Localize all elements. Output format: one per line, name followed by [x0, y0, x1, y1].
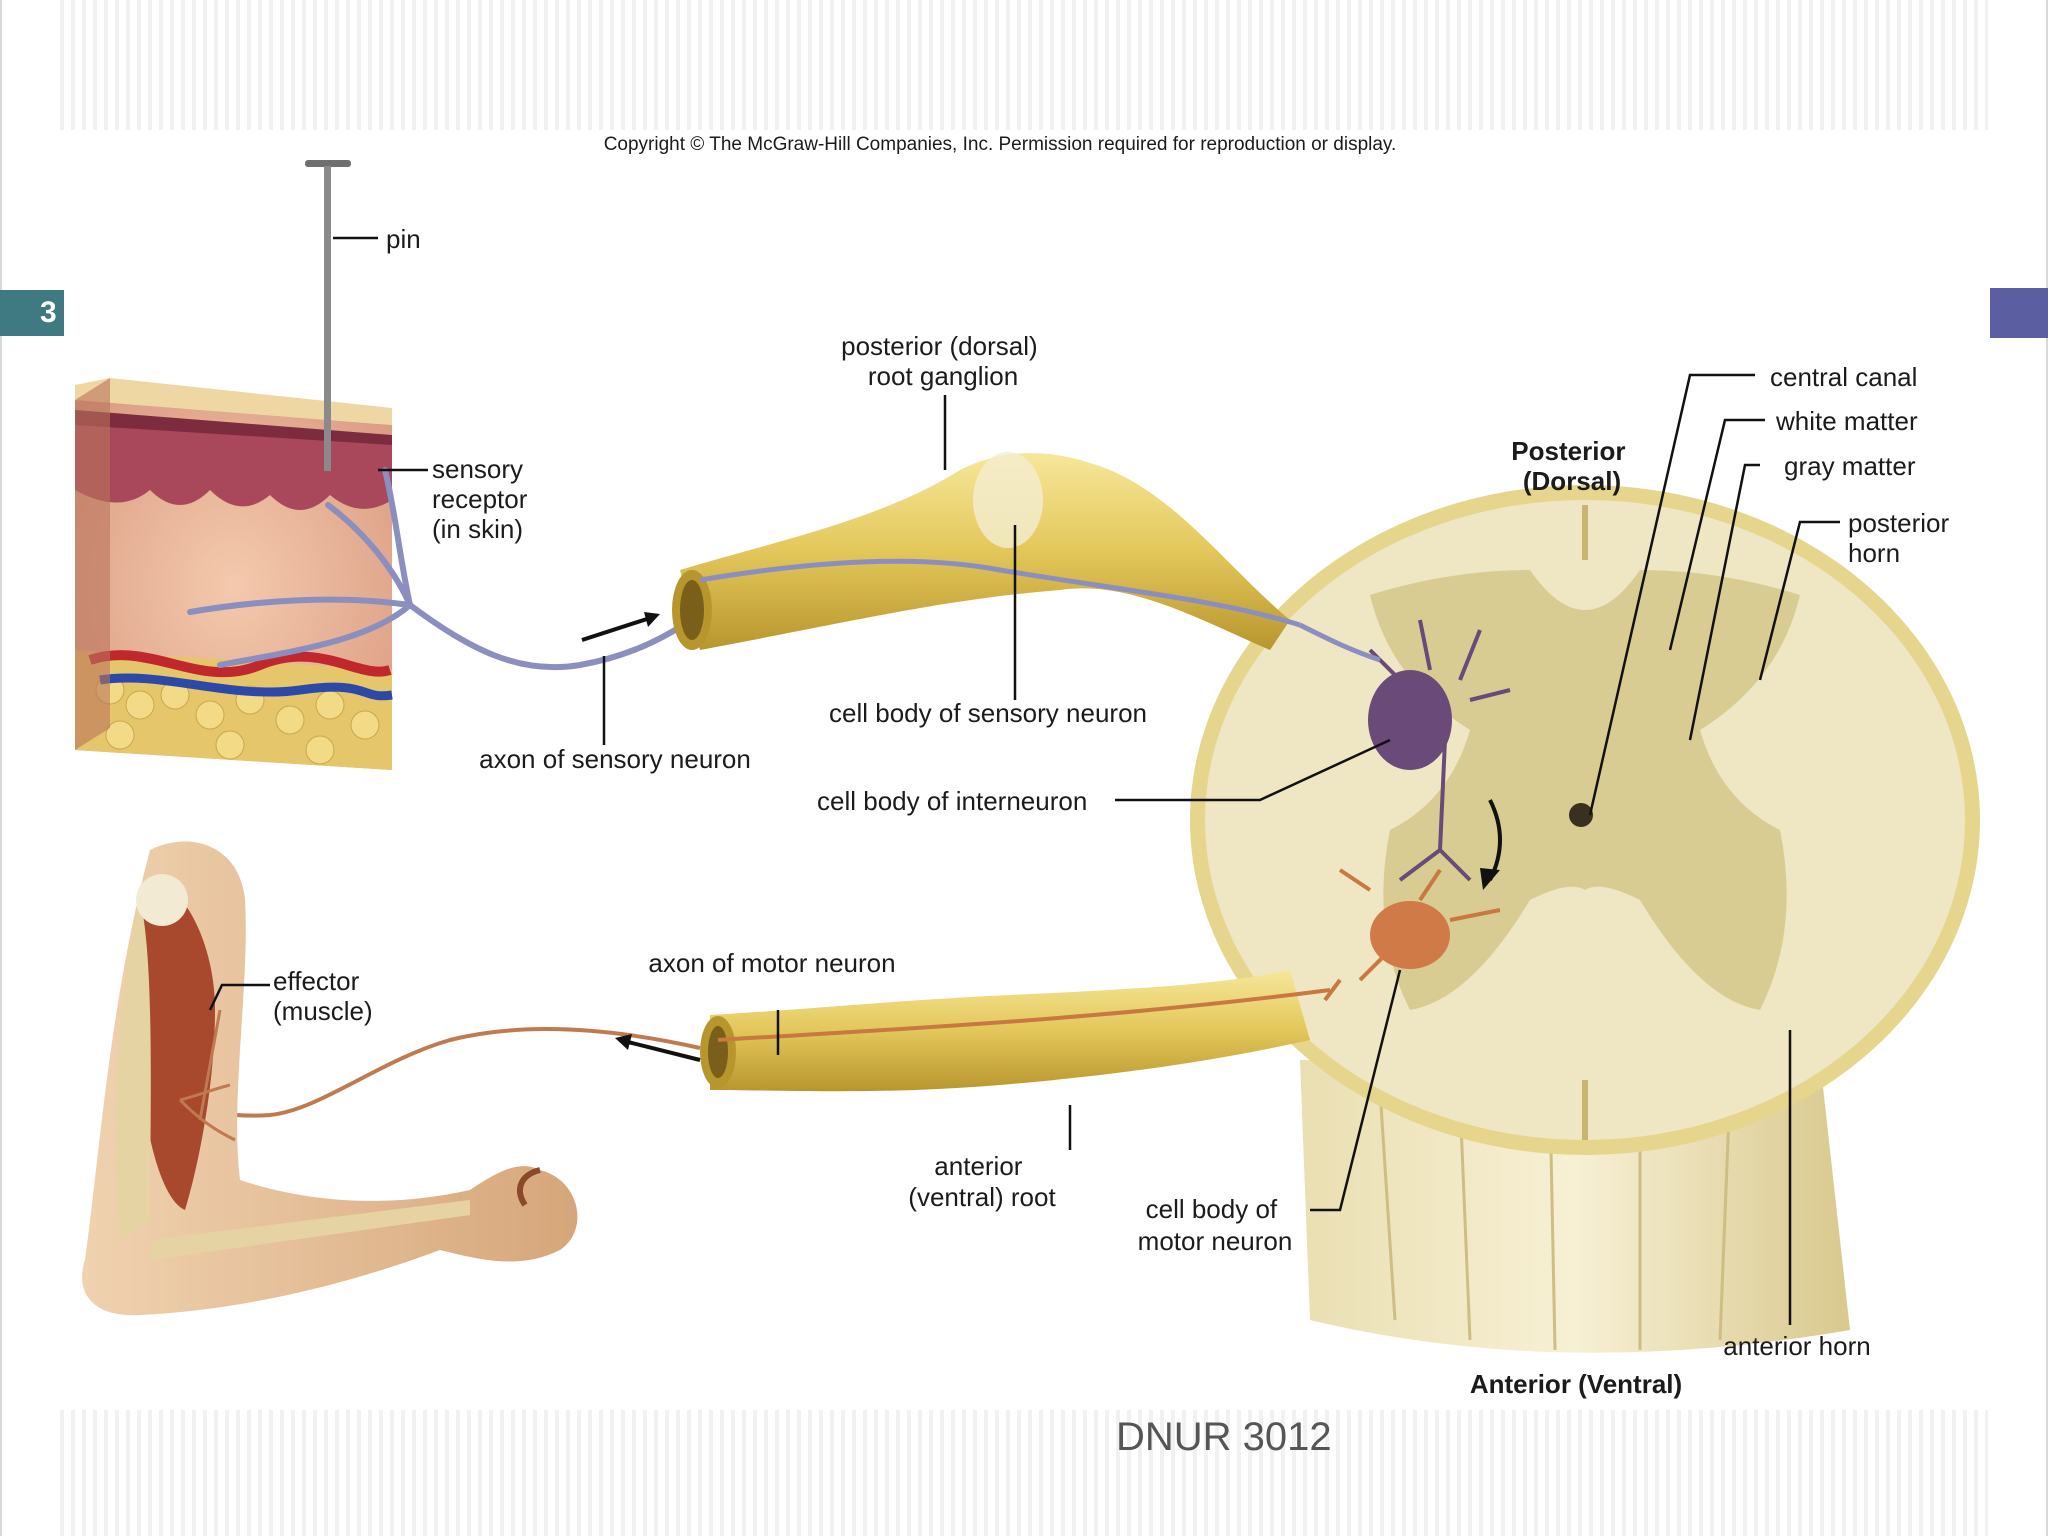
copyright-text: Copyright © The McGraw-Hill Companies, I…	[604, 134, 1397, 155]
label-axon-motor: axon of motor neuron	[648, 948, 895, 978]
motor-direction-arrow	[627, 1040, 701, 1062]
label-central-canal: central canal	[1770, 362, 1917, 392]
leader-lines	[208, 236, 1840, 1325]
bottom-stripe-band	[60, 1410, 1988, 1536]
interneuron-cell	[1368, 619, 1511, 882]
label-root-ganglion: posterior (dorsal) root ganglion	[841, 331, 1045, 391]
label-sensory-receptor: sensory receptor (in skin)	[432, 454, 535, 544]
ganglion-cell-body	[973, 452, 1043, 548]
motor-axon-in-root	[717, 988, 1331, 1042]
label-anterior-root: anterior (ventral) root	[908, 1151, 1056, 1212]
motor-neuron-body	[1370, 901, 1450, 969]
sensory-axon-in-root	[699, 558, 1301, 628]
interneuron-body	[1368, 670, 1452, 770]
sensory-direction-arrow	[581, 616, 651, 642]
slide-number-badge: 3	[0, 290, 64, 336]
label-anterior-ventral: Anterior (Ventral)	[1470, 1369, 1682, 1399]
skin-block	[75, 378, 393, 770]
label-posterior-dorsal: Posterior (Dorsal)	[1511, 436, 1632, 496]
sensory-arrow-head	[644, 612, 660, 627]
pin-illustration	[305, 160, 351, 471]
arm-illustration	[82, 841, 578, 1316]
motor-arrow-head	[615, 1034, 632, 1050]
label-gray-matter: gray matter	[1784, 451, 1916, 481]
central-canal-dot	[1569, 803, 1593, 827]
label-cell-body-sensory: cell body of sensory neuron	[829, 698, 1147, 728]
gray-matter	[1370, 570, 1800, 1010]
top-stripe-band	[60, 0, 1988, 130]
label-cell-body-motor: cell body of motor neuron	[1138, 1194, 1293, 1256]
motor-neuron-cell	[1323, 868, 1501, 1002]
label-cell-body-interneuron: cell body of interneuron	[817, 786, 1087, 816]
ventral-root-nerve	[710, 970, 1310, 1092]
sensory-axon-path	[187, 467, 678, 671]
label-white-matter: white matter	[1775, 406, 1918, 436]
label-anterior-horn: anterior horn	[1723, 1331, 1870, 1361]
label-posterior-horn: posterior horn	[1848, 508, 1956, 568]
frame-right	[2046, 0, 2048, 1536]
slide-side-tab	[1990, 288, 2048, 338]
label-axon-sensory: axon of sensory neuron	[479, 744, 751, 774]
label-pin: pin	[386, 224, 421, 254]
label-effector: effector (muscle)	[273, 966, 373, 1026]
frame-left	[0, 0, 2, 1536]
dorsal-root-nerve	[680, 453, 1290, 650]
slide-footer: DNUR 3012	[1116, 1415, 1332, 1459]
spinal-cord-cross-section	[1190, 485, 1980, 1155]
